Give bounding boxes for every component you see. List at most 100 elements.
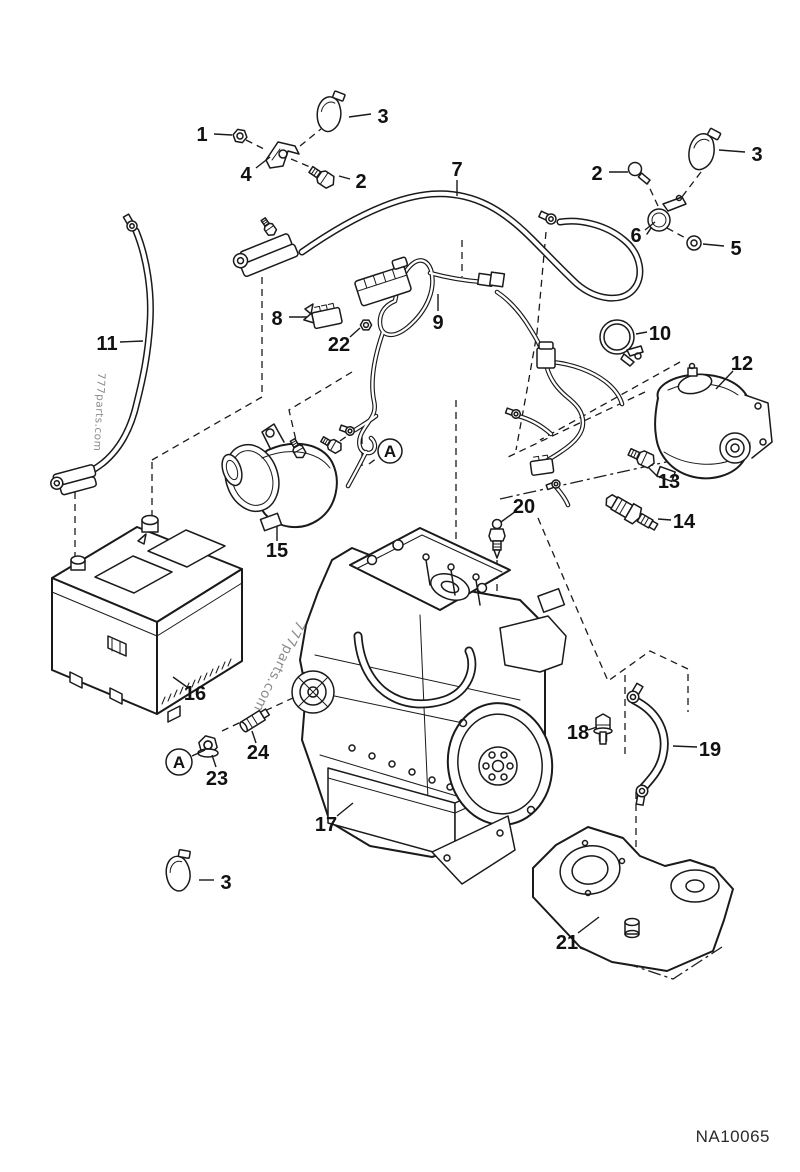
fitting-icon bbox=[239, 707, 271, 732]
connector-icon bbox=[302, 302, 343, 330]
engine bbox=[292, 528, 566, 884]
polarity-arrow-icon bbox=[138, 534, 146, 544]
reference-label-A: A bbox=[173, 753, 185, 772]
wiring-harness bbox=[302, 257, 622, 505]
callout-label-23: 23 bbox=[206, 768, 228, 790]
callout-label-3: 3 bbox=[220, 872, 231, 894]
callout-leader bbox=[120, 341, 143, 342]
callout-label-8: 8 bbox=[271, 308, 282, 330]
callout-leader bbox=[658, 519, 671, 520]
callout-label-3: 3 bbox=[751, 144, 762, 166]
callout-label-15: 15 bbox=[266, 540, 288, 562]
connector-icon bbox=[530, 455, 554, 476]
callout-leader bbox=[501, 511, 516, 522]
nut-icon bbox=[195, 733, 221, 757]
callout-label-1: 1 bbox=[196, 124, 207, 146]
callout-leader bbox=[349, 114, 371, 117]
callout-label-7: 7 bbox=[451, 159, 462, 181]
battery-terminal-clamp bbox=[231, 232, 299, 279]
callout-leader bbox=[648, 467, 658, 477]
battery-post bbox=[71, 556, 85, 570]
ground-strap bbox=[624, 681, 664, 807]
spacer-icon bbox=[625, 919, 639, 938]
callout-leader bbox=[645, 222, 655, 230]
cable-tie-icon bbox=[315, 89, 347, 134]
hardware-group-top-left bbox=[231, 89, 347, 192]
reference-circle bbox=[166, 749, 192, 775]
callout-label-14: 14 bbox=[673, 511, 696, 533]
callout-leader bbox=[716, 371, 733, 389]
callout-label-11: 11 bbox=[96, 333, 117, 355]
callout-label-17: 17 bbox=[315, 814, 337, 836]
ref-leader bbox=[192, 750, 205, 756]
battery-negative-cable bbox=[49, 212, 151, 497]
callout-leader bbox=[350, 328, 360, 337]
callout-leader bbox=[252, 731, 256, 743]
connector-icon bbox=[478, 270, 505, 287]
callout-label-12: 12 bbox=[731, 353, 753, 375]
ring-terminal-icon bbox=[537, 208, 559, 227]
callout-label-6: 6 bbox=[630, 225, 641, 247]
lift-hook-icon bbox=[393, 540, 403, 550]
callout-label-24: 24 bbox=[247, 742, 270, 764]
battery-terminal-clamp bbox=[49, 464, 99, 497]
arrow-icon bbox=[305, 304, 313, 314]
callout-label-2: 2 bbox=[591, 163, 602, 185]
bolt-icon bbox=[594, 713, 612, 744]
callout-leader bbox=[719, 150, 745, 152]
callout-label-16: 16 bbox=[184, 683, 206, 705]
battery-post bbox=[142, 516, 158, 533]
callout-label-3: 3 bbox=[377, 106, 388, 128]
callout-leader bbox=[212, 755, 216, 767]
callout-label-5: 5 bbox=[730, 238, 741, 260]
connector-icon bbox=[352, 257, 416, 307]
callout-leader bbox=[636, 332, 647, 334]
callout-label-10: 10 bbox=[649, 323, 671, 345]
drawing-number: NA10065 bbox=[696, 1127, 770, 1146]
screw-icon bbox=[629, 163, 642, 176]
cable-tie-icon bbox=[162, 847, 197, 894]
reference-label-A: A bbox=[384, 442, 396, 461]
starter-motor bbox=[655, 364, 772, 482]
bolt-icon bbox=[306, 162, 338, 192]
callout-leader bbox=[703, 244, 724, 246]
callout-label-21: 21 bbox=[556, 932, 578, 954]
callout-leader bbox=[256, 157, 270, 168]
mounting-plate bbox=[533, 827, 733, 971]
nut-icon bbox=[359, 319, 373, 331]
hardware-group-top-right bbox=[629, 124, 723, 250]
callout-label-20: 20 bbox=[513, 496, 535, 518]
callout-label-19: 19 bbox=[699, 739, 721, 761]
callout-label-13: 13 bbox=[658, 471, 680, 493]
callout-leader bbox=[339, 176, 350, 179]
callout-leader bbox=[337, 803, 353, 816]
connector-icon bbox=[537, 342, 555, 368]
callout-label-9: 9 bbox=[432, 312, 443, 334]
washer-icon bbox=[687, 236, 701, 250]
pressure-switch-icon bbox=[602, 491, 660, 535]
bracket-icon bbox=[266, 142, 299, 168]
cable-tie-icon bbox=[685, 124, 723, 174]
reference-markers-layer: AA bbox=[166, 439, 402, 775]
reference-circle bbox=[378, 439, 402, 463]
battery-positive-cable bbox=[231, 194, 640, 298]
callout-label-2: 2 bbox=[355, 171, 366, 193]
exhaust-manifold bbox=[358, 636, 472, 704]
ring-terminal-icon bbox=[504, 405, 523, 421]
alternator bbox=[217, 424, 337, 531]
battery-holddown bbox=[108, 636, 126, 656]
callout-label-4: 4 bbox=[240, 164, 252, 186]
clamp-icon bbox=[647, 196, 686, 235]
callout-leader bbox=[673, 746, 697, 747]
ring-terminal-icon bbox=[338, 422, 357, 438]
callout-leader bbox=[214, 134, 232, 135]
hardware-group-bottom-left bbox=[162, 707, 271, 894]
nut-icon bbox=[231, 128, 249, 144]
ring-terminal-icon bbox=[120, 212, 140, 234]
callout-leader bbox=[578, 917, 599, 933]
callout-label-22: 22 bbox=[328, 334, 350, 356]
valve-cover bbox=[350, 528, 510, 610]
callout-label-18: 18 bbox=[567, 722, 589, 744]
